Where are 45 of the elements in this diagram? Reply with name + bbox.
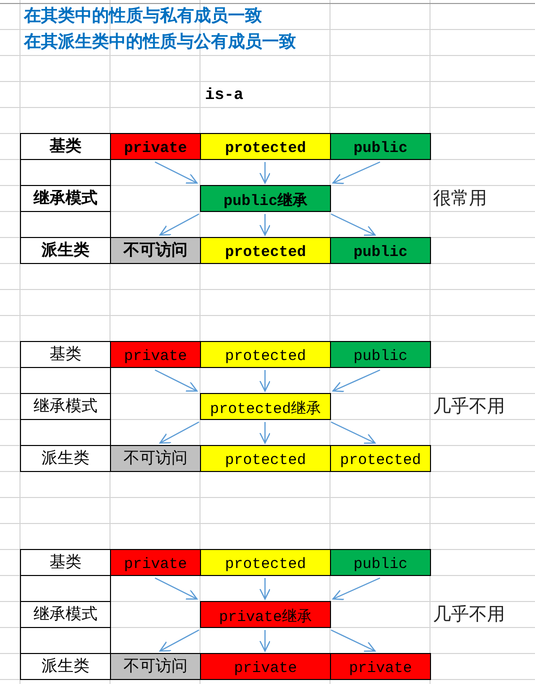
access-cell: protected (330, 445, 431, 472)
arrow (332, 577, 380, 600)
usage-note: 几乎不用 (433, 395, 505, 418)
inheritance-mode-box: public继承 (200, 185, 331, 212)
access-cell: private (110, 133, 201, 160)
heading-text: 在其类中的性质与私有成员一致 (24, 5, 262, 27)
arrow (332, 369, 380, 392)
arrow (154, 161, 198, 184)
access-cell: protected (200, 237, 331, 264)
arrow (159, 629, 200, 652)
usage-note: 很常用 (433, 187, 487, 210)
arrow (330, 421, 376, 444)
arrow (259, 214, 271, 236)
access-cell: public (330, 549, 431, 576)
inheritance-mode-box: protected继承 (200, 393, 331, 420)
access-cell: private (110, 549, 201, 576)
arrow (259, 422, 271, 444)
access-cell: private (330, 653, 431, 680)
access-cell: 不可访问 (110, 653, 201, 680)
heading-text: 在其派生类中的性质与公有成员一致 (24, 31, 296, 53)
inheritance-mode-box: private继承 (200, 601, 331, 628)
access-cell: 不可访问 (110, 445, 201, 472)
access-cell: 不可访问 (110, 237, 201, 264)
access-cell: private (200, 653, 331, 680)
arrow (259, 630, 271, 652)
arrow (259, 370, 271, 392)
access-cell: public (330, 133, 431, 160)
arrow (154, 369, 198, 392)
access-cell: protected (200, 549, 331, 576)
access-cell: protected (200, 133, 331, 160)
arrow (259, 578, 271, 600)
arrow (330, 629, 376, 652)
access-cell: protected (200, 445, 331, 472)
access-cell: protected (200, 341, 331, 368)
access-cell: public (330, 341, 431, 368)
access-cell: public (330, 237, 431, 264)
access-cell: private (110, 341, 201, 368)
arrow (332, 161, 380, 184)
arrow (330, 213, 376, 236)
arrow (159, 421, 200, 444)
arrow (259, 162, 271, 184)
usage-note: 几乎不用 (433, 603, 505, 626)
arrow (154, 577, 198, 600)
arrow (159, 213, 200, 236)
relation-label: is-a (205, 85, 244, 106)
